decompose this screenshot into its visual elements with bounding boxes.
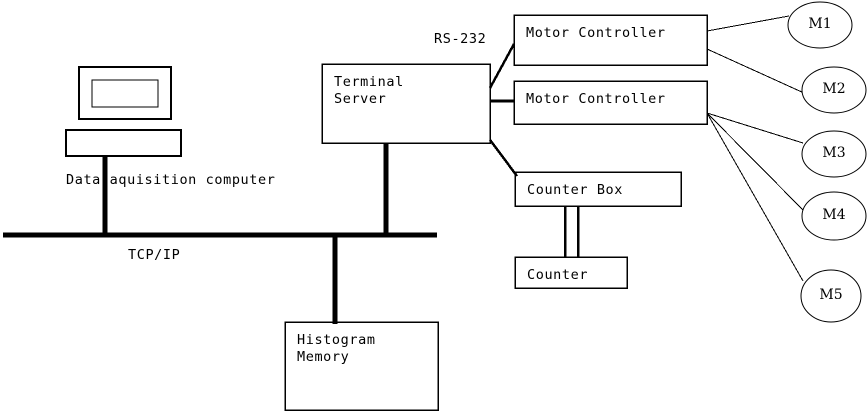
counter-label: Counter <box>527 267 589 283</box>
counter-box-label: Counter Box <box>527 182 624 198</box>
box-monitor-outer[interactable] <box>78 66 172 120</box>
motor-m4-label: M4 <box>822 207 846 223</box>
ellipse-motor-m1[interactable] <box>787 1 853 49</box>
tcpip-label: TCP/IP <box>128 247 181 263</box>
ellipse-motor-m2[interactable] <box>801 66 867 114</box>
connection-mc2-to-m5 <box>706 112 804 282</box>
motor-controller-1-label: Motor Controller <box>526 25 666 41</box>
box-histogram-memory[interactable] <box>284 321 439 411</box>
box-monitor-screen[interactable] <box>91 79 159 108</box>
ellipses-layer <box>787 1 867 323</box>
connection-mc1-to-m2 <box>706 48 805 94</box>
connection-terminal-to-mc1 <box>488 43 516 89</box>
boxes-layer <box>65 14 708 411</box>
data-acquisition-computer-label: Data aquisition computer <box>66 172 276 188</box>
box-computer-base[interactable] <box>65 129 182 157</box>
ellipse-motor-m5[interactable] <box>800 269 862 323</box>
ellipse-motor-m3[interactable] <box>801 130 867 178</box>
connection-mc1-to-m1 <box>706 15 790 32</box>
box-counter[interactable] <box>514 256 628 289</box>
motor-m5-label: M5 <box>819 287 843 303</box>
motor-controller-2-label: Motor Controller <box>526 91 666 107</box>
motor-m3-label: M3 <box>822 145 846 161</box>
connections-layer <box>3 15 806 324</box>
box-terminal-server[interactable] <box>321 63 491 144</box>
box-motor-controller-1[interactable] <box>513 14 708 66</box>
rs232-label: RS-232 <box>434 31 487 47</box>
ellipse-motor-m4[interactable] <box>801 191 867 241</box>
connection-terminal-to-counter-box <box>489 139 518 177</box>
motor-m2-label: M2 <box>822 81 846 97</box>
connection-mc2-to-m4 <box>706 112 806 213</box>
motor-m1-label: M1 <box>808 16 832 32</box>
terminal-server-label: Terminal Server <box>334 74 404 107</box>
connection-mc2-to-m3 <box>706 112 804 144</box>
histogram-memory-label: Histogram Memory <box>297 332 376 365</box>
box-counter-box[interactable] <box>514 171 682 207</box>
box-motor-controller-2[interactable] <box>513 80 708 125</box>
